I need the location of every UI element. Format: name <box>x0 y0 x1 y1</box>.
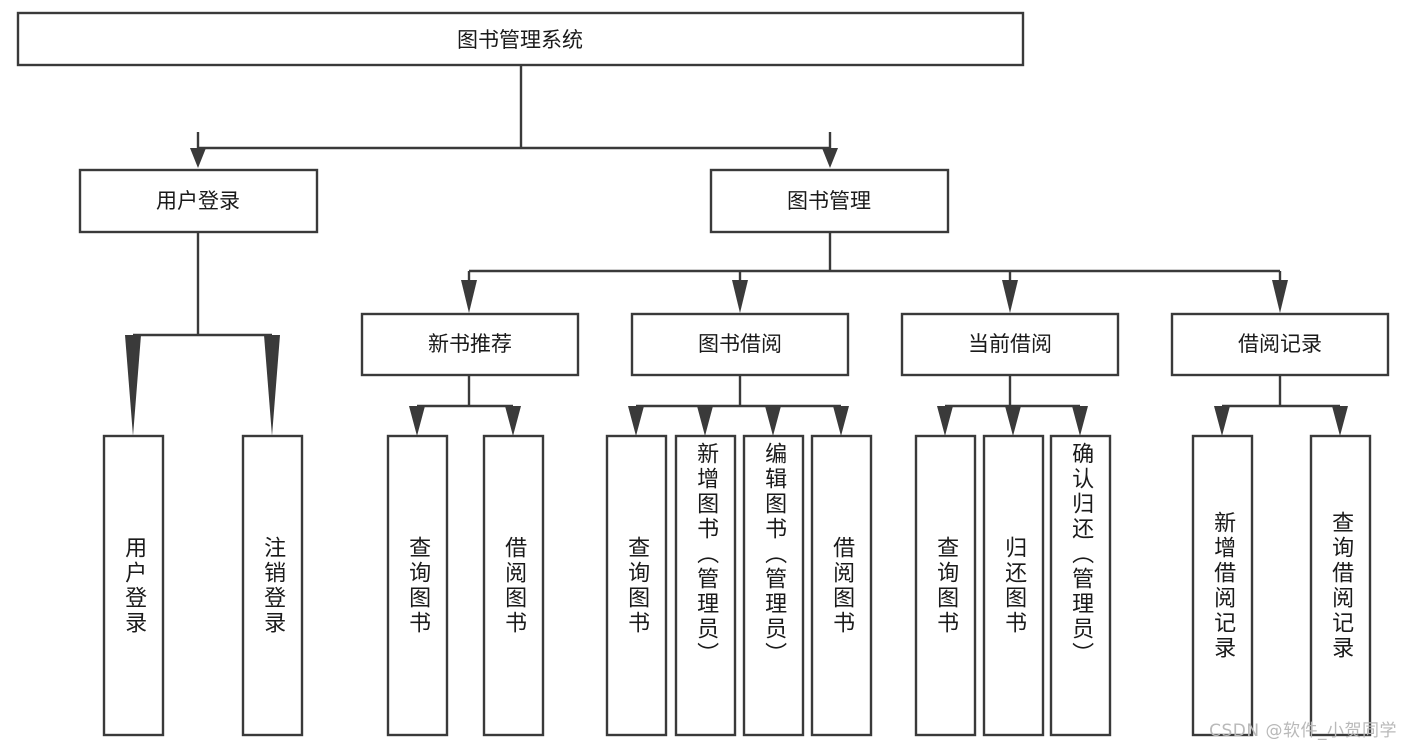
node-box <box>1170 312 1390 377</box>
arrow-head-icon <box>765 406 781 436</box>
connector-book-mgmt-to-level3 <box>461 232 1288 313</box>
arrow-head-icon <box>409 406 425 436</box>
arrow-head-icon <box>1005 406 1021 436</box>
node-label: 图书管理 <box>787 189 871 213</box>
node-box <box>709 168 950 234</box>
leaf-box[interactable] <box>241 434 304 737</box>
node-label: 图书借阅 <box>698 332 782 356</box>
arrow-head-icon <box>505 406 521 436</box>
node-box <box>900 312 1120 377</box>
connector-current-borrow-to-leaves <box>937 375 1088 436</box>
watermark: CSDN @软件_小贺同学 <box>1209 721 1397 741</box>
leaf-box[interactable] <box>742 434 805 737</box>
leaf-box[interactable] <box>102 434 165 737</box>
arrow-head-icon <box>1214 406 1230 436</box>
node-label: 新书推荐 <box>428 332 512 356</box>
connector-user-login-to-leaves <box>125 232 280 436</box>
arrow-head-icon <box>833 406 849 436</box>
arrow-head-icon <box>822 148 838 168</box>
node-box <box>360 312 580 377</box>
leaf-box[interactable] <box>482 434 545 737</box>
leaf-boxes <box>102 434 1372 737</box>
leaf-box[interactable] <box>1049 434 1112 737</box>
arrow-head-icon <box>937 406 953 436</box>
connector-root-to-level2 <box>190 66 838 168</box>
node-label: 图书管理系统 <box>457 28 583 52</box>
node-box <box>630 312 850 377</box>
node-label: 借阅记录 <box>1238 332 1322 356</box>
node-new-book-recommend[interactable]: 新书推荐 <box>360 312 580 377</box>
node-book-borrow[interactable]: 图书借阅 <box>630 312 850 377</box>
arrow-head-icon <box>190 148 206 168</box>
connector-new-book-to-leaves <box>409 375 521 436</box>
arrow-head-icon <box>732 280 748 313</box>
node-current-borrow[interactable]: 当前借阅 <box>900 312 1120 377</box>
node-box <box>16 11 1025 67</box>
node-user-login[interactable]: 用户登录 <box>78 168 319 234</box>
leaf-box[interactable] <box>810 434 873 737</box>
leaf-box[interactable] <box>1191 434 1254 737</box>
leaf-box[interactable] <box>674 434 737 737</box>
leaf-box[interactable] <box>982 434 1045 737</box>
leaf-box[interactable] <box>1309 434 1372 737</box>
leaf-box[interactable] <box>914 434 977 737</box>
node-label: 当前借阅 <box>968 332 1052 356</box>
node-root[interactable]: 图书管理系统 <box>16 11 1025 67</box>
connector-borrow-record-to-leaves <box>1214 375 1348 436</box>
arrow-head-icon <box>1002 280 1018 313</box>
arrow-head-icon <box>1332 406 1348 436</box>
arrow-head-icon <box>1072 406 1088 436</box>
arrow-head-icon <box>697 406 713 436</box>
leaf-box[interactable] <box>605 434 668 737</box>
node-book-management[interactable]: 图书管理 <box>709 168 950 234</box>
node-box <box>78 168 319 234</box>
arrow-head-icon <box>628 406 644 436</box>
arrow-head-icon <box>461 280 477 313</box>
node-label: 用户登录 <box>156 189 240 213</box>
arrow-head-icon <box>1272 280 1288 313</box>
leaf-box[interactable] <box>386 434 449 737</box>
node-borrow-record[interactable]: 借阅记录 <box>1170 312 1390 377</box>
connector-book-borrow-to-leaves <box>628 375 849 436</box>
